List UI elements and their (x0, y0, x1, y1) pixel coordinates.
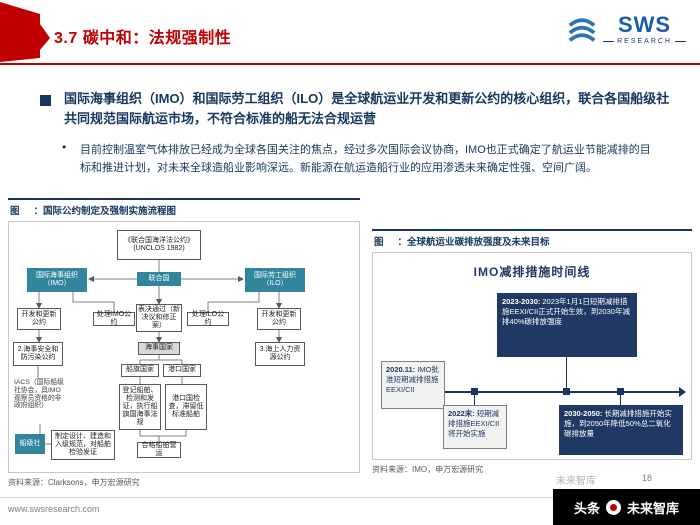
flow-node-iacs: IACS（国际船级社协会，具IMO观察员资格的非政府组织） (14, 379, 64, 410)
event-desc: 长期减排措施开始实施，到2050年降低50%总二氧化碳排放量 (564, 409, 672, 438)
flow-node-handle-imo: 处理IMO公约 (93, 311, 135, 326)
figure-left: 图 ：国际公约制定及强制实施流程图 (8, 198, 360, 488)
badge-logo-icon (606, 499, 621, 515)
figure-left-caption-label: 图 (10, 206, 20, 217)
timeline-event-2022: 2022末:短期减排措施EEXI/CII将开始实施 (443, 405, 507, 449)
timeline-connector (620, 394, 621, 405)
event-desc: 短期减排措施EEXI/CII将开始实施 (448, 409, 500, 438)
flow-node-convention-left: 2.海事安全和防污染公约 (13, 342, 63, 366)
timeline-connector (474, 394, 475, 405)
faint-watermark: 未来智库 (556, 476, 596, 487)
figure-left-source: 资料来源：Clarksons，申万宏源研究 (8, 478, 140, 487)
figure-right: 图 ：全球航运业碳排放强度及未来目标 IMO减排措施时间线 2020.11:IMO… (372, 229, 692, 475)
flow-node-un: 联合国 (137, 272, 181, 286)
event-desc: 2023年1月1日短期减排措施EEXI/CII正式开始生效，到2030年减排40… (502, 297, 630, 326)
flow-node-imo: 国际海事组织（IMO） (27, 268, 87, 292)
logo-text: SWS (617, 12, 672, 37)
event-period: 2020.11: (386, 365, 416, 374)
timeline-node (617, 388, 624, 395)
badge-suffix: 未来智库 (627, 500, 680, 516)
flowchart: 《联合国海洋法公约》(UNCLOS 1982) 联合国 国际海事组织（IMO） … (8, 221, 360, 473)
flow-node-register: 登记船舶、检测和发证，执行船旗国海事法规 (119, 384, 161, 430)
page-number: 18 (642, 473, 653, 483)
timeline-axis (385, 391, 679, 393)
site-url[interactable]: www.swsresearch.com (8, 504, 100, 514)
event-period: 2022末: (448, 409, 475, 418)
flow-node-develop-left: 开发和更新公约 (17, 308, 61, 330)
timeline-node (471, 388, 478, 395)
timeline-event-2030-2050: 2030-2050:长期减排措施开始实施，到2050年降低50%总二氧化碳排放量 (559, 405, 683, 455)
event-period: 2023-2030: (502, 297, 541, 306)
timeline-event-2023-2030: 2023-2030:2023年1月1日短期减排措施EEXI/CII正式开始生效，… (497, 293, 637, 357)
logo-subtext: RESEARCH (603, 38, 686, 45)
figure-right-source: 资料来源：IMO，申万宏源研究 (372, 465, 484, 474)
main-bullet-text: 国际海事组织（IMO）和国际劳工组织（ILO）是全球航运业开发和更新公约的核心组… (64, 91, 670, 127)
figure-left-caption-text: ：国际公约制定及强制实施流程图 (33, 206, 177, 217)
flow-node-handle-ilo: 处理ILO公约 (187, 311, 229, 326)
page-title: 3.7 碳中和：法规强制性 (54, 30, 232, 47)
sub-bullet-text: 目前控制温室气体排放已经成为全球各国关注的焦点，经过多次国际会议协商，IMO也正… (80, 144, 651, 174)
flow-node-vote: 表决通过（新决议和修正案） (136, 304, 182, 332)
flow-node-unclos: 《联合国海洋法公约》(UNCLOS 1982) (117, 230, 201, 260)
figure-right-caption-text: ：全球航运业碳排放强度及未来目标 (397, 237, 550, 248)
timeline-title: IMO减排措施时间线 (473, 265, 591, 279)
timeline-node (563, 388, 570, 395)
figure-right-caption: 图 ：全球航运业碳排放强度及未来目标 (372, 229, 692, 250)
flow-node-convention-right: 3.海上人力资源公约 (255, 342, 305, 366)
sws-logo: SWS RESEARCH (567, 14, 686, 45)
event-period: 2030-2050: (564, 409, 603, 418)
flow-node-operate: 合格船舶营运 (137, 442, 181, 458)
sub-bullet-marker: • (62, 140, 67, 154)
timeline-axis-arrow-icon (679, 387, 686, 397)
flow-node-class-society: 船级社 (15, 434, 45, 454)
figure-left-caption: 图 ：国际公约制定及强制实施流程图 (8, 198, 360, 219)
header-ribbon (0, 2, 50, 62)
timeline-connector (566, 357, 567, 391)
header-rule (0, 63, 700, 65)
event-desc: IMO批准短期减排措施EEXI/CII (386, 365, 439, 394)
flow-node-maritime-states: 海事国家 (138, 342, 180, 355)
logo-waves-icon (568, 17, 596, 42)
flow-node-rules: 制定设计、建造和入级规范，对船舶检验发证 (51, 430, 115, 460)
flow-node-port-state: 港口国家 (163, 364, 201, 377)
badge-prefix: 头条 (573, 500, 600, 516)
figure-right-caption-label: 图 (374, 237, 384, 248)
flow-node-develop-right: 开发和更新公约 (257, 308, 301, 330)
footer-rule (0, 497, 700, 498)
watermark-badge: 头条 未来智库 (553, 489, 700, 525)
timeline-chart: IMO减排措施时间线 2020.11:IMO批准短期减排措施EEXI/CII 2… (372, 252, 692, 460)
flow-node-ilo: 国际劳工组织（ILO） (245, 268, 305, 292)
bullet-square-icon (40, 95, 51, 106)
timeline-event-2020: 2020.11:IMO批准短期减排措施EEXI/CII (381, 361, 445, 409)
flow-node-flag-state: 船旗国家 (121, 364, 159, 377)
flow-node-port-check: 港口国检查，滞留低标准船舶 (165, 384, 207, 430)
